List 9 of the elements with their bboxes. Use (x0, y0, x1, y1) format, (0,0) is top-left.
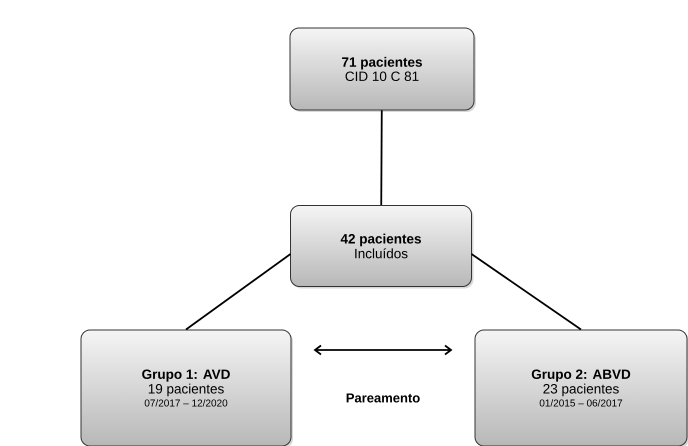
connector (185, 253, 292, 330)
process-box: Grupo 1: AVD 19 pacientes 07/2017 – 12/2020 (80, 330, 293, 446)
connector (314, 344, 452, 356)
process-box: 42 pacientes Incluídos (290, 205, 474, 288)
edge-label: Pareamento (344, 392, 422, 404)
process-box: Grupo 2: ABVD 23 pacientes 01/2015 – 06/2017 (474, 330, 688, 446)
connector (380, 110, 383, 205)
process-box: 71 pacientes CID 10 C 81 (290, 28, 476, 112)
connector (471, 253, 582, 330)
